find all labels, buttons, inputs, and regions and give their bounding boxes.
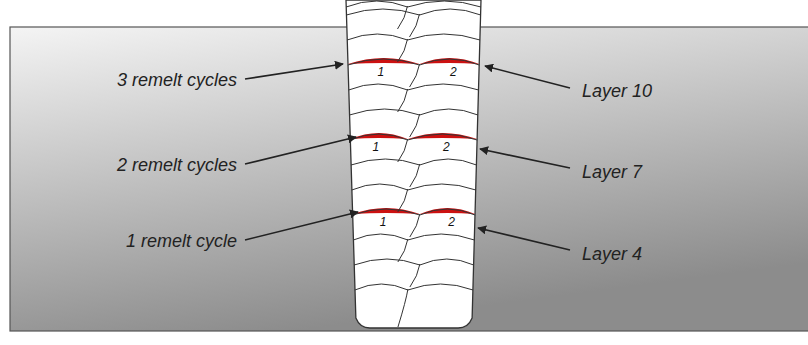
bead-outline [408,234,475,240]
bead-outline [346,9,419,15]
bead-outline [420,9,481,15]
bead-outline [355,284,408,290]
weld-layer [354,259,474,287]
weld-layer [349,109,478,137]
remelt-zone [350,133,408,139]
bead-outline [347,34,407,40]
remelt-zone [353,208,420,214]
leader-arrow [480,149,570,168]
weld-groove [346,0,481,328]
bead-divider [410,214,420,237]
callout-label: 1 remelt cycle [126,232,237,250]
weld-layer [348,58,479,87]
leader-arrow [245,212,358,240]
leader-lines [245,64,570,250]
bead-outline [408,284,473,290]
bead-outline [420,159,477,165]
weld-layer [352,184,476,212]
bead-outline [352,184,408,190]
bead-divider [398,6,408,29]
bead-divider [410,14,420,37]
bead-outline [420,109,478,115]
bead-divider [398,39,408,62]
bead-outline [408,1,481,7]
bead-number: 1 [377,66,384,78]
weld-metal [346,0,481,328]
bead-divider [410,164,420,187]
bead-divider [398,289,408,327]
leader-arrow [245,137,356,164]
bead-number: 1 [380,216,387,228]
bead-outline [353,234,408,240]
bead-outline [353,209,420,215]
bead-outline [346,1,407,7]
weld-layer [350,133,477,162]
leader-arrow [245,64,343,79]
weld-layer [346,9,480,37]
remelt-zone [408,133,478,139]
bead-outline [350,134,408,140]
weld-layer [349,84,479,112]
bead-outline [420,209,475,215]
leader-arrow [478,228,570,250]
bead-outline [408,84,479,90]
bead-number: 2 [443,141,450,153]
bead-divider [398,189,408,212]
callout-label: 2 remelt cycles [117,156,237,174]
weld-layer [351,159,477,187]
callout-label: Layer 7 [582,163,642,181]
bead-divider [410,114,420,137]
weld-layer [353,208,476,237]
weld-layer [355,284,473,327]
weld-layer [353,234,474,262]
bead-divider [398,239,408,262]
bead-number: 1 [373,141,380,153]
remelt-zone [420,208,475,214]
bead-outline [408,184,476,190]
bead-outline [408,34,480,40]
callout-label: Layer 10 [582,82,652,100]
bead-outline [408,134,478,140]
bead-outline [420,259,474,265]
bead-divider [398,89,408,112]
bead-outline [349,84,408,90]
bead-outline [420,59,480,65]
weld-layer [347,34,480,62]
bead-outline [351,159,420,165]
callout-label: 3 remelt cycles [117,71,237,89]
bead-number: 2 [448,216,455,228]
remelt-zone [420,58,480,64]
bead-outline [354,259,420,265]
bead-divider [410,264,420,287]
bead-divider [398,139,408,162]
bead-outline [348,59,420,65]
bead-number: 2 [450,66,457,78]
callout-label: Layer 4 [582,245,642,263]
weld-layer [346,1,481,29]
bead-outline [349,109,419,115]
bead-divider [410,64,420,87]
leader-arrow [485,66,570,88]
remelt-zone [348,58,420,64]
